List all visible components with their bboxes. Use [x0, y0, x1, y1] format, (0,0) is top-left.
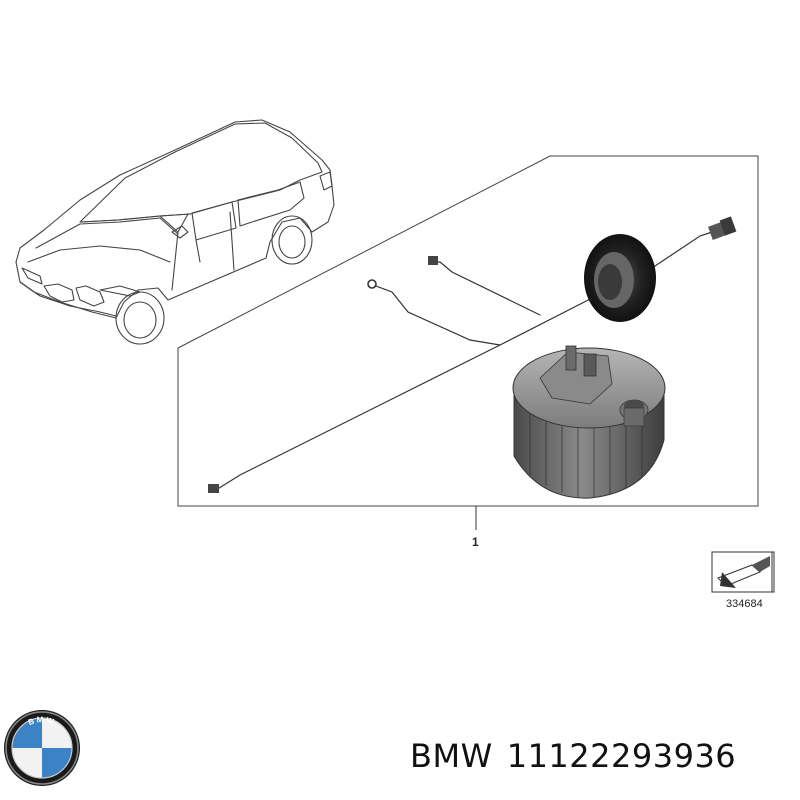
callout-number: 1	[472, 535, 479, 549]
connector-end-left	[208, 484, 219, 493]
alarm-siren-unit	[512, 345, 666, 499]
connector-end-mid	[428, 256, 438, 265]
vehicle-outline	[15, 119, 335, 345]
logo-text: BMW	[27, 715, 55, 727]
ring-terminal	[367, 279, 377, 289]
connector-end-right	[708, 216, 737, 240]
brand-name: BMW	[410, 737, 493, 775]
reference-icon	[711, 551, 775, 593]
part-caption: BMW 11122293936	[410, 737, 736, 775]
diagram-frame	[177, 155, 759, 507]
reference-number: 334684	[726, 598, 763, 610]
svg-text:BMW: BMW	[27, 715, 57, 727]
bmw-logo: BMW	[4, 710, 80, 786]
part-number: 11122293936	[506, 737, 737, 775]
grommet	[584, 234, 656, 322]
